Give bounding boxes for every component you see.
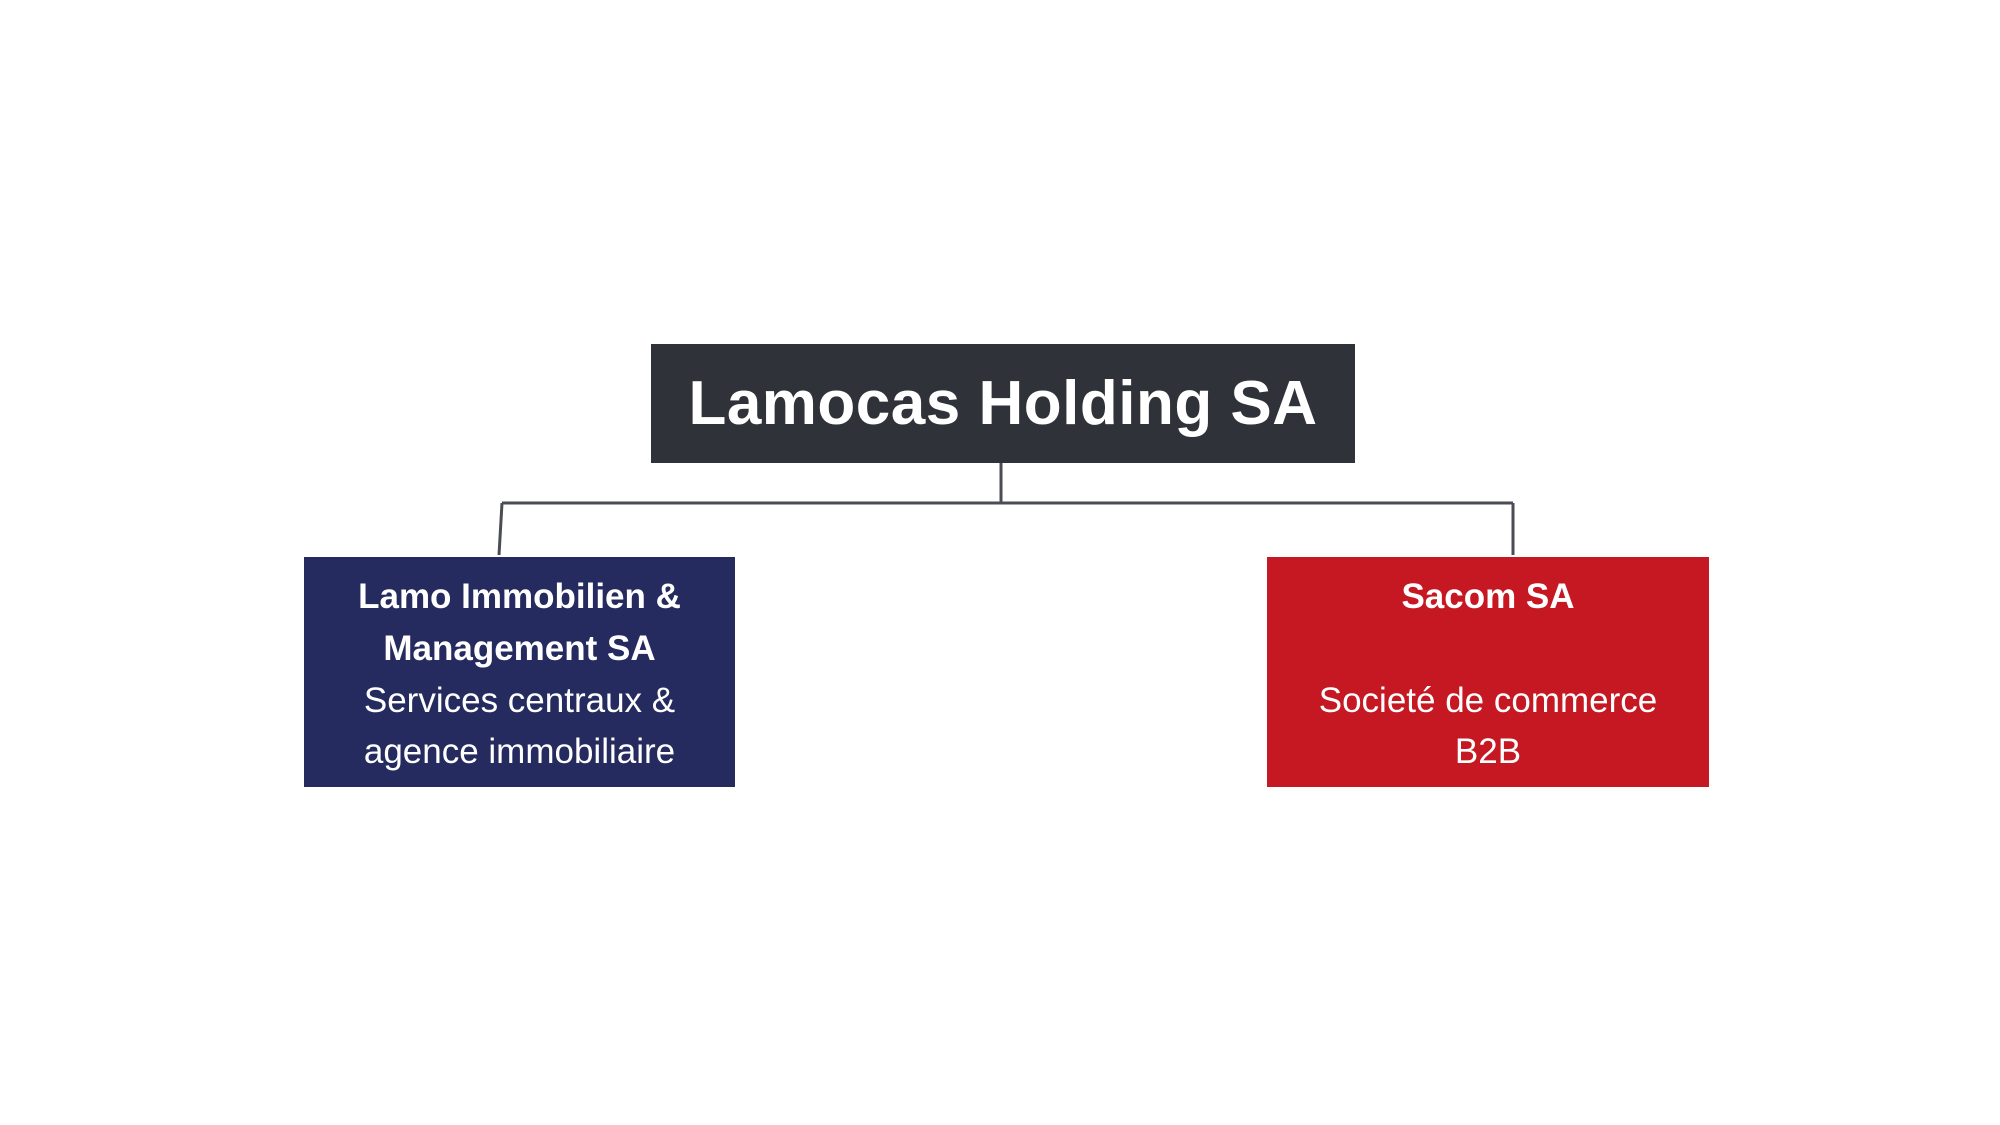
subsidiary-title-lamo: Lamo Immobilien & Management SA: [358, 577, 681, 668]
left-branch-line: [497, 502, 504, 556]
root-company-title: Lamocas Holding SA: [688, 369, 1318, 438]
subsidiary-title-sacom: Sacom SA: [1401, 577, 1575, 616]
title-description-gap: [1267, 623, 1709, 675]
subsidiary-box-sacom: Sacom SA Societé de commerce B2B: [1267, 557, 1709, 787]
root-company-box: Lamocas Holding SA: [651, 344, 1355, 463]
subsidiary-description-sacom: Societé de commerce B2B: [1318, 681, 1658, 771]
subsidiary-box-lamo: Lamo Immobilien & Management SA Services…: [304, 557, 735, 787]
subsidiary-description-lamo: Services centraux & agence immobiliaire: [363, 681, 676, 771]
